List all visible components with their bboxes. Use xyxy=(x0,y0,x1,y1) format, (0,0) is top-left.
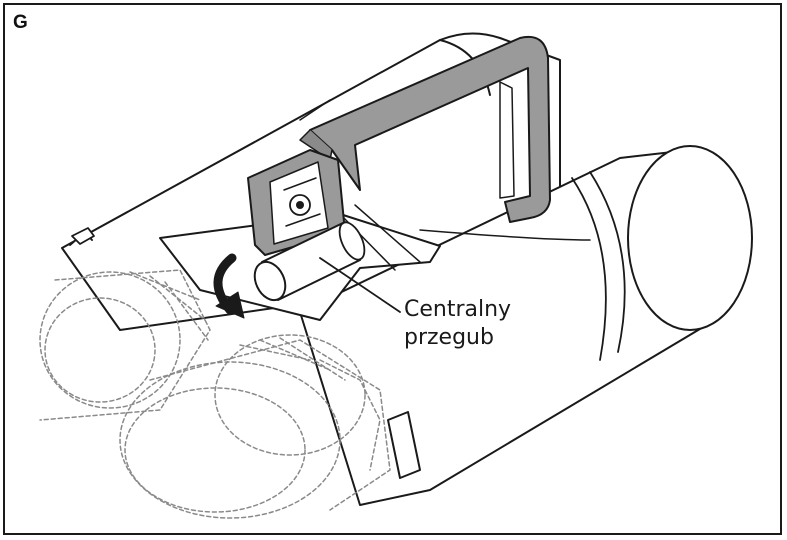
callout-line-2: przegub xyxy=(404,325,494,350)
callout-leader xyxy=(319,257,401,313)
callout-line-1: Centralny xyxy=(404,297,512,322)
panel-letter: G xyxy=(13,12,28,33)
adapter-bracket xyxy=(309,36,551,223)
eyepiece-upper-ring xyxy=(39,271,181,409)
front-barrel-end xyxy=(627,145,753,331)
curved-arrow-icon xyxy=(213,253,245,319)
side-clip xyxy=(387,411,421,479)
central-hinge-label: Centralny przegub xyxy=(404,296,511,352)
